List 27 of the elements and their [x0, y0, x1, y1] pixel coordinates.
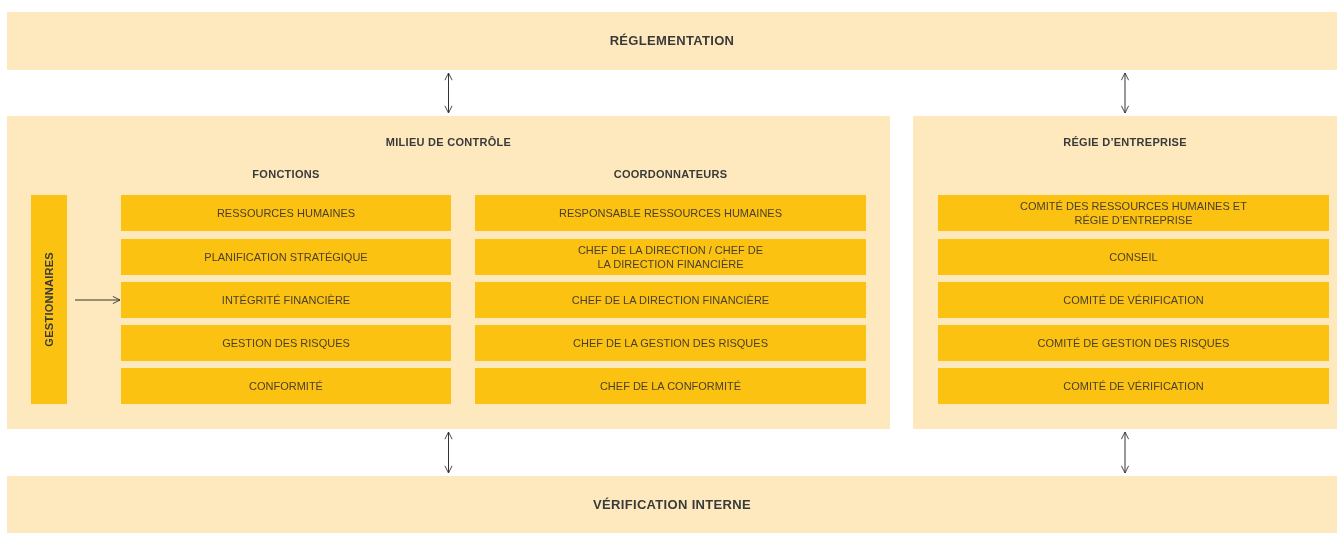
- section-heading: COORDONNATEURS: [612, 167, 729, 182]
- role-box: CHEF DE LA DIRECTION FINANCIÈRE: [475, 282, 866, 318]
- section-panel: [913, 116, 1337, 429]
- section-heading: MILIEU DE CONTRÔLE: [384, 135, 513, 150]
- role-box: RESPONSABLE RESSOURCES HUMAINES: [475, 195, 866, 231]
- band: [7, 12, 1337, 70]
- role-box: COMITÉ DES RESSOURCES HUMAINES ET RÉGIE D’ENTREPRISE: [938, 195, 1329, 231]
- role-box: RESSOURCES HUMAINES: [121, 195, 451, 231]
- role-box: CHEF DE LA CONFORMITÉ: [475, 368, 866, 404]
- role-label: GESTIONNAIRES: [41, 252, 56, 347]
- role-box: COMITÉ DE GESTION DES RISQUES: [938, 325, 1329, 361]
- section-heading: RÉGIE D’ENTREPRISE: [1062, 135, 1188, 150]
- band-title: VÉRIFICATION INTERNE: [593, 495, 751, 514]
- role-box: GESTION DES RISQUES: [121, 325, 451, 361]
- section-heading: FONCTIONS: [251, 167, 321, 182]
- band: [7, 476, 1337, 533]
- role-box: PLANIFICATION STRATÉGIQUE: [121, 239, 451, 275]
- role-box: INTÉGRITÉ FINANCIÈRE: [121, 282, 451, 318]
- section-panel: [7, 116, 890, 429]
- role-box: COMITÉ DE VÉRIFICATION: [938, 368, 1329, 404]
- role-bar: [31, 195, 67, 404]
- role-box: CHEF DE LA DIRECTION / CHEF DE LA DIRECTION FINANCIÈRE: [475, 239, 866, 275]
- role-box: CONSEIL: [938, 239, 1329, 275]
- role-box: CHEF DE LA GESTION DES RISQUES: [475, 325, 866, 361]
- band-title: RÉGLEMENTATION: [609, 32, 735, 51]
- role-box: CONFORMITÉ: [121, 368, 451, 404]
- role-box: COMITÉ DE VÉRIFICATION: [938, 282, 1329, 318]
